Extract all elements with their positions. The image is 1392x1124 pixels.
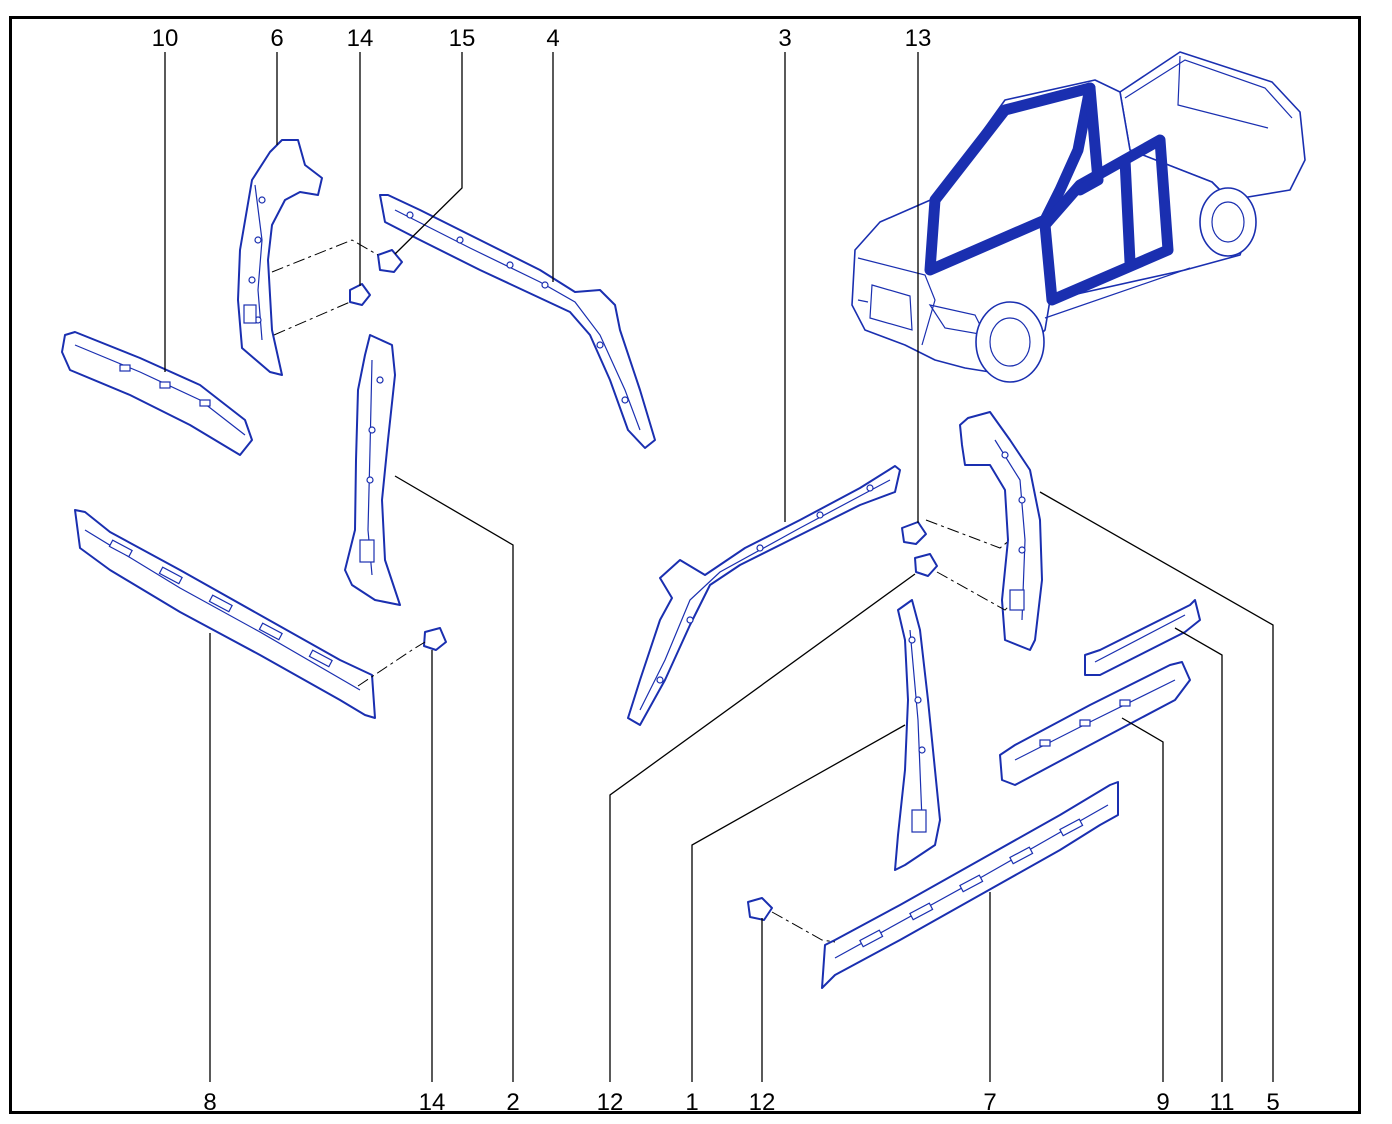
leader-lines bbox=[164, 52, 1274, 1082]
bolt-15 bbox=[377, 249, 403, 273]
callout-12-right: 12 bbox=[749, 1089, 776, 1116]
callout-6: 6 bbox=[270, 25, 283, 52]
part-2-center-pillar-left bbox=[344, 334, 401, 606]
bolt-14-upper bbox=[349, 283, 371, 306]
part-3-roof-rail-right bbox=[627, 465, 901, 726]
bolt-12-upper bbox=[914, 553, 938, 577]
part-8-sill-left bbox=[74, 509, 376, 719]
callout-12-left: 12 bbox=[597, 1089, 624, 1116]
callout-1: 1 bbox=[685, 1089, 698, 1116]
callout-8: 8 bbox=[203, 1089, 216, 1116]
callout-14-bottom: 14 bbox=[419, 1089, 446, 1116]
bolt-12-lower bbox=[747, 897, 773, 921]
callout-15: 15 bbox=[449, 25, 476, 52]
diagram-frame bbox=[9, 16, 1361, 1114]
part-1-center-pillar-right bbox=[894, 599, 941, 871]
part-9-rail-right-lower bbox=[999, 661, 1191, 786]
bolt-13 bbox=[901, 521, 927, 545]
vehicle-reference-illustration bbox=[851, 51, 1306, 383]
callout-3: 3 bbox=[778, 25, 791, 52]
callout-11: 11 bbox=[1210, 1089, 1235, 1116]
part-7-sill-right bbox=[821, 781, 1119, 989]
callout-14-top: 14 bbox=[347, 25, 374, 52]
part-6-rear-pillar-left bbox=[237, 139, 323, 376]
callout-10: 10 bbox=[152, 25, 179, 52]
callout-13: 13 bbox=[905, 25, 932, 52]
callout-labels: 10 6 14 15 4 3 13 8 14 2 12 1 12 7 9 11 … bbox=[152, 25, 1280, 1116]
bolt-14-lower bbox=[423, 627, 447, 651]
part-10-rail-left bbox=[61, 331, 253, 456]
part-5-rear-pillar-right bbox=[959, 411, 1043, 651]
part-11-rail-right bbox=[1084, 599, 1201, 676]
assembly-lines bbox=[271, 239, 1011, 943]
callout-9: 9 bbox=[1156, 1089, 1169, 1116]
part-4-roof-rail-left bbox=[379, 194, 656, 449]
callout-2: 2 bbox=[506, 1089, 519, 1116]
callout-5: 5 bbox=[1266, 1089, 1279, 1116]
callout-7: 7 bbox=[983, 1089, 996, 1116]
callout-4: 4 bbox=[546, 25, 559, 52]
